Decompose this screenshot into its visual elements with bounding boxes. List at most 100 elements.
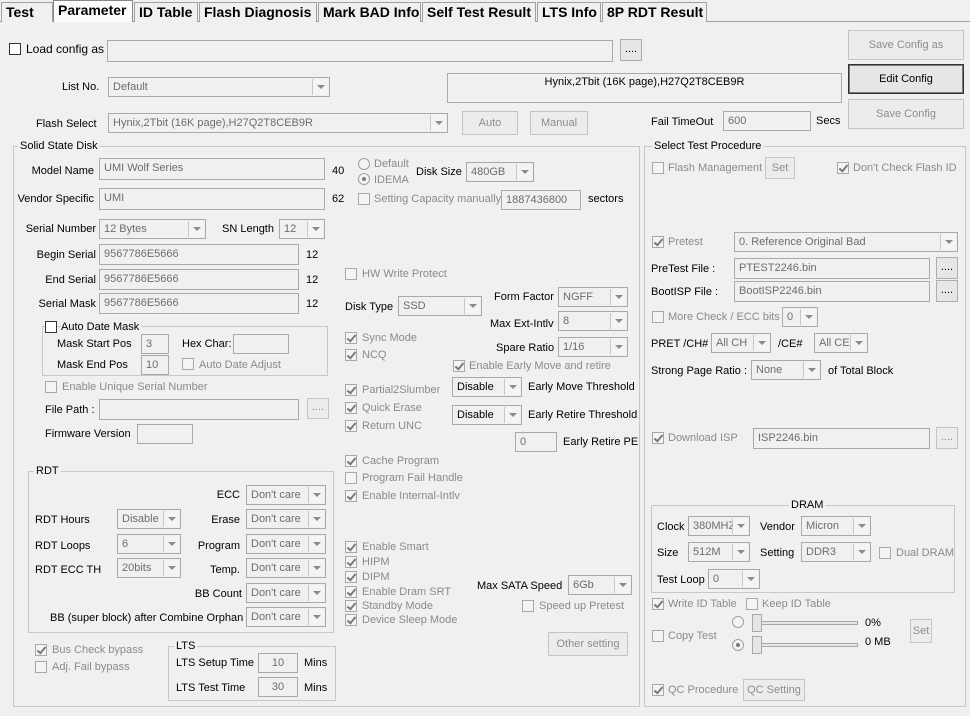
tab-lts-info[interactable]: LTS Info [537,2,601,22]
rdt-ecc-th-select[interactable]: 20bits [117,558,181,578]
qc-setting-button[interactable]: QC Setting [743,679,805,701]
program-fail-handle-checkbox[interactable] [345,472,357,484]
form-factor-select[interactable]: NGFF [558,287,628,307]
bus-check-bypass-checkbox[interactable] [35,644,47,656]
enable-smart-checkbox[interactable] [345,541,357,553]
hipm-checkbox[interactable] [345,556,357,568]
tab-flash-diagnosis[interactable]: Flash Diagnosis [199,2,317,22]
adj-fail-bypass-checkbox[interactable] [35,661,47,673]
begin-serial-input[interactable]: 9567786E5666 [99,244,299,265]
list-no-select[interactable]: Default [108,77,330,97]
load-config-checkbox[interactable] [9,43,21,55]
early-retire-pe-input[interactable]: 0 [515,432,557,452]
copy-mb-slider-track[interactable] [752,643,858,647]
lts-test-time-input[interactable]: 30 [258,677,298,697]
copy-percent-slider-track[interactable] [752,621,858,625]
erase-select[interactable]: Don't care [246,509,326,529]
download-isp-browse-button[interactable]: .... [936,427,958,449]
auto-button[interactable]: Auto [462,111,518,135]
pretest-checkbox[interactable] [652,236,664,248]
save-config-button[interactable]: Save Config [848,99,964,129]
dual-dram-checkbox[interactable] [879,547,891,559]
dont-check-flash-id-checkbox[interactable] [837,162,849,174]
disk-type-select[interactable]: SSD [398,296,482,316]
sn-length-select[interactable]: 12 [279,219,325,239]
lts-setup-time-input[interactable]: 10 [258,653,298,673]
write-id-table-checkbox[interactable] [652,598,664,610]
standby-mode-checkbox[interactable] [345,600,357,612]
dram-clock-select[interactable]: 380MHZ [688,516,750,536]
tab-parameter[interactable]: Parameter [53,0,133,22]
copy-percent-radio[interactable] [732,616,744,628]
size-default-radio[interactable] [358,158,370,170]
hex-char-input[interactable] [233,334,289,354]
bootisp-file-browse-button[interactable]: .... [936,280,958,302]
unique-sn-checkbox[interactable] [45,381,57,393]
dram-vendor-select[interactable]: Micron [801,516,871,536]
auto-date-mask-checkbox[interactable] [45,321,57,333]
flash-management-set-button[interactable]: Set [765,157,795,179]
dram-test-loop-select[interactable]: 0 [708,569,760,589]
rdt-loops-select[interactable]: 6 [117,534,181,554]
copy-mb-slider-thumb[interactable] [752,636,762,654]
model-name-input[interactable]: UMI Wolf Series [99,158,325,180]
bb-count-select[interactable]: Don't care [246,583,326,603]
copy-percent-slider-thumb[interactable] [752,614,762,632]
vendor-specific-input[interactable]: UMI [99,188,325,210]
serial-mask-input[interactable]: 9567786E5666 [99,293,299,314]
edit-config-button[interactable]: Edit Config [848,64,964,94]
cache-program-checkbox[interactable] [345,455,357,467]
spare-ratio-select[interactable]: 1/16 [558,337,628,357]
ncq-checkbox[interactable] [345,349,357,361]
firmware-version-input[interactable] [137,424,193,444]
download-isp-input[interactable]: ISP2246.bin [753,428,930,449]
sync-mode-checkbox[interactable] [345,332,357,344]
early-move-checkbox[interactable] [453,360,465,372]
copy-mb-radio[interactable] [732,639,744,651]
bb-super-select[interactable]: Don't care [246,607,326,627]
dram-setting-select[interactable]: DDR3 [801,542,871,562]
tab-self-test-result[interactable]: Self Test Result [422,2,536,22]
keep-id-table-checkbox[interactable] [746,598,758,610]
download-isp-checkbox[interactable] [652,432,664,444]
file-path-input[interactable] [99,399,299,420]
device-sleep-checkbox[interactable] [345,614,357,626]
pretest-file-browse-button[interactable]: .... [936,257,958,279]
max-ext-intlv-select[interactable]: 8 [558,311,628,331]
copy-test-set-button[interactable]: Set [910,619,932,643]
copy-test-checkbox[interactable] [652,630,664,642]
dram-srt-checkbox[interactable] [345,586,357,598]
flash-select-combo[interactable]: Hynix,2Tbit (16K page),H27Q2T8CEB9R [108,113,448,133]
speed-up-pretest-checkbox[interactable] [522,600,534,612]
temp-select[interactable]: Don't care [246,558,326,578]
bootisp-file-input[interactable]: BootISP2246.bin [734,281,930,302]
capacity-sectors-input[interactable]: 1887436800 [501,190,581,210]
pret-ch-select[interactable]: All CH [711,333,771,353]
dipm-checkbox[interactable] [345,571,357,583]
save-config-as-button[interactable]: Save Config as [848,30,964,60]
qc-procedure-checkbox[interactable] [652,684,664,696]
mask-end-pos-input[interactable]: 10 [141,355,169,375]
rdt-hours-select[interactable]: Disable [117,509,181,529]
tab-mark-bad-info[interactable]: Mark BAD Info [318,2,421,22]
mask-start-pos-input[interactable]: 3 [141,334,169,354]
auto-date-adjust-checkbox[interactable] [182,358,194,370]
load-config-path[interactable] [107,40,613,62]
manual-button[interactable]: Manual [530,111,588,135]
load-config-browse-button[interactable]: .... [620,39,642,61]
early-move-threshold-select[interactable]: Disable [452,377,522,397]
dram-size-select[interactable]: 512M [688,542,750,562]
flash-management-checkbox[interactable] [652,162,664,174]
max-sata-speed-select[interactable]: 6Gb [568,575,632,595]
ecc-select[interactable]: Don't care [246,485,326,505]
quick-erase-checkbox[interactable] [345,402,357,414]
serial-number-select[interactable]: 12 Bytes [99,219,206,239]
pretest-select[interactable]: 0. Reference Original Bad [734,232,958,252]
tab-8p-rdt-result[interactable]: 8P RDT Result [602,2,707,22]
pretest-file-input[interactable]: PTEST2246.bin [734,258,930,279]
more-check-checkbox[interactable] [652,311,664,323]
fail-timeout-input[interactable]: 600 [723,111,811,131]
other-setting-button[interactable]: Other setting [548,632,628,656]
end-serial-input[interactable]: 9567786E5666 [99,269,299,290]
ce-select[interactable]: All CE [814,333,868,353]
